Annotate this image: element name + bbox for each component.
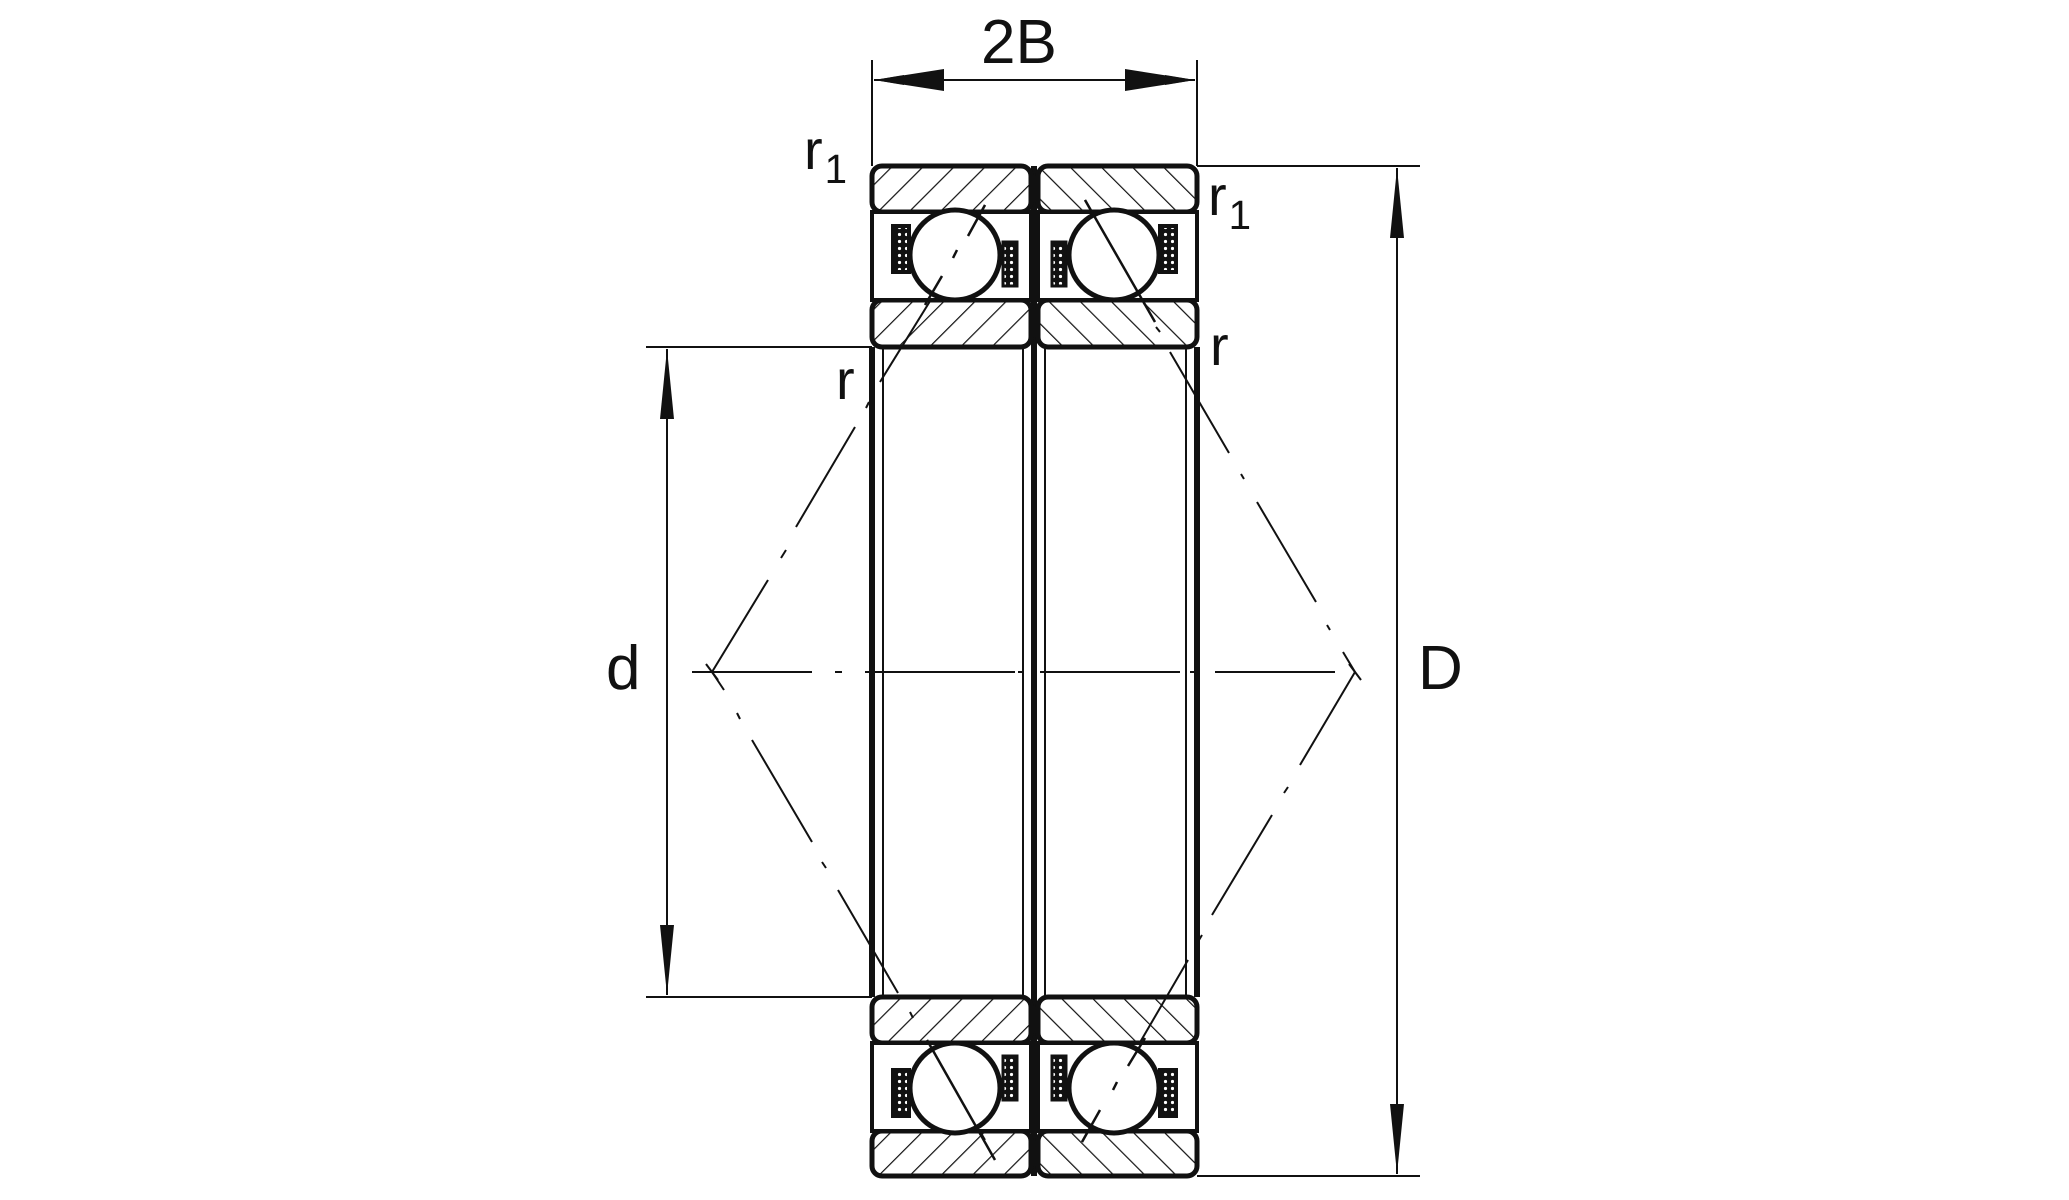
label-2b: 2B bbox=[981, 8, 1057, 77]
r1-top-right-sub: 1 bbox=[1228, 192, 1252, 239]
bearing-top-right bbox=[1035, 163, 1200, 350]
ball-contact-lines bbox=[923, 199, 1157, 1161]
dimension-D bbox=[1197, 165, 1420, 1177]
bearing-top-left bbox=[869, 163, 1034, 350]
label-r1-top-right: r1 bbox=[1208, 168, 1251, 236]
r1-top-left-main: r bbox=[804, 118, 823, 181]
bore-lines bbox=[869, 166, 1200, 1176]
label-d-bore: d bbox=[606, 634, 641, 703]
bearing-bottom-left bbox=[869, 994, 1034, 1179]
r1-top-right-main: r bbox=[1208, 164, 1227, 227]
bearing-bottom-right bbox=[1035, 994, 1200, 1179]
r1-top-left-sub: 1 bbox=[824, 146, 848, 193]
label-r-left: r bbox=[836, 348, 855, 411]
label-D-outer: D bbox=[1418, 634, 1463, 703]
dimension-d bbox=[646, 346, 872, 998]
dimension-2b bbox=[871, 60, 1198, 166]
label-r-right: r bbox=[1210, 314, 1229, 377]
label-r1-top-left: r1 bbox=[804, 122, 847, 190]
